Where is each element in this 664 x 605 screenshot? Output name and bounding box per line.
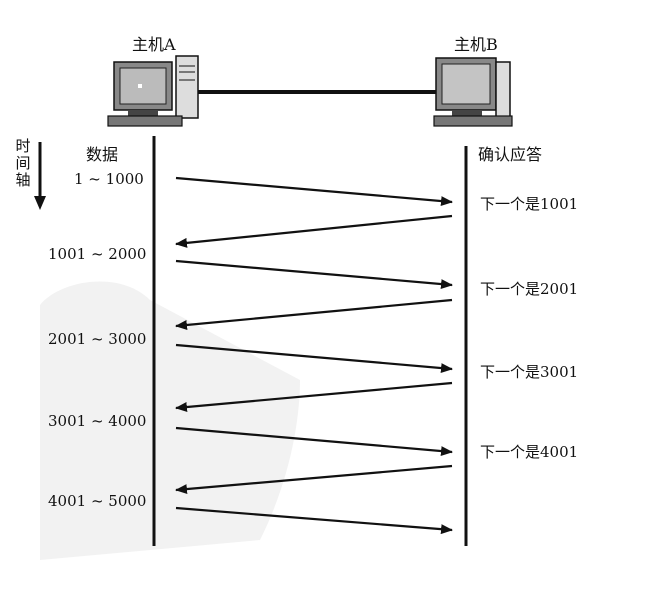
host-a-label: 主机A	[132, 35, 176, 54]
ack-arrow-3	[175, 381, 453, 412]
data-range-label: 3001 ~ 4000	[48, 412, 147, 430]
time-axis-char: 时	[15, 137, 31, 155]
data-range-label: 1001 ~ 2000	[48, 245, 147, 263]
data-arrow-5	[175, 506, 453, 535]
ack-next-label: 下一个是4001	[480, 443, 579, 461]
ack-next-label: 下一个是1001	[480, 195, 579, 213]
ack-arrow-4	[175, 464, 453, 495]
host-b-label: 主机B	[454, 35, 498, 54]
time-axis-down-arrow-icon	[34, 142, 46, 210]
data-range-label: 1 ~ 1000	[74, 170, 144, 188]
time-axis-char: 轴	[15, 171, 31, 189]
data-range-label: 4001 ~ 5000	[48, 492, 147, 510]
data-arrow-3	[175, 343, 453, 374]
ack-arrow-1	[175, 214, 453, 248]
ack-next-label: 下一个是3001	[480, 363, 579, 381]
data-arrow-4	[175, 426, 453, 457]
host-a-computer-icon	[107, 55, 199, 127]
time-axis-char: 间	[15, 154, 31, 172]
ack-header: 确认应答	[478, 145, 543, 164]
data-header: 数据	[86, 145, 119, 164]
host-b-computer-icon	[433, 57, 513, 127]
data-arrow-2	[175, 259, 453, 290]
time-axis-label: 时 间 轴	[14, 138, 32, 189]
ack-next-label: 下一个是2001	[480, 280, 579, 298]
ack-arrow-2	[175, 298, 453, 330]
data-arrow-1	[175, 176, 453, 207]
data-range-label: 2001 ~ 3000	[48, 330, 147, 348]
